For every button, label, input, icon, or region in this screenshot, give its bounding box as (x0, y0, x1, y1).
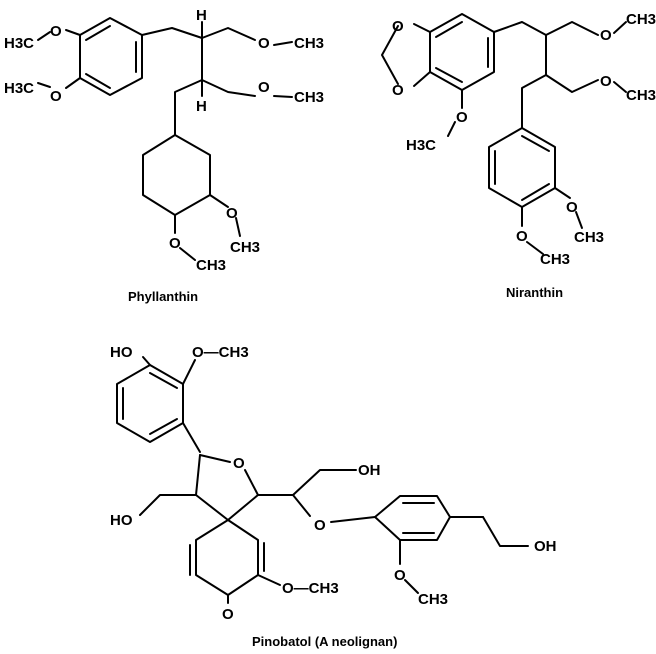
niranthin-ch3-ring-right: CH3 (574, 229, 604, 246)
phyllanthin-o-side-2: O (258, 79, 270, 96)
phyllanthin-ch3-ring-bottom: CH3 (196, 257, 226, 274)
pinobatol-caption: Pinobatol (A neolignan) (252, 634, 397, 649)
phyllanthin-o-side-1: O (258, 35, 270, 52)
pinobatol-o-dienone-methoxy: O—CH3 (282, 580, 339, 597)
phyllanthin-h-upper: H (196, 7, 207, 24)
pinobatol-oh-chain: OH (358, 462, 381, 479)
phyllanthin-ch3-side-2: CH3 (294, 89, 324, 106)
niranthin-o-ring-bottom: O (516, 228, 528, 245)
pinobatol-guaiacyl-ring (116, 364, 184, 443)
pinobatol-ch3-ring-bottom: CH3 (418, 591, 448, 608)
phyllanthin-o-mid: O (50, 88, 62, 105)
pinobatol-o-ether: O (314, 517, 326, 534)
niranthin-ch3-side-1: CH3 (626, 11, 656, 28)
phyllanthin-h3c-mid: H3C (4, 80, 34, 97)
phyllanthin-cyclohexane-ring (142, 134, 211, 216)
niranthin-caption: Niranthin (506, 285, 563, 300)
niranthin-ch3-ring-bottom: CH3 (540, 251, 570, 268)
pinobatol-oh-right: OH (534, 538, 557, 555)
niranthin-o-side-2: O (600, 73, 612, 90)
pinobatol-structure: HO O—CH3 O OH HO O OH O CH3 O—CH3 O Pino… (110, 344, 557, 649)
niranthin-h3c-methoxy: H3C (406, 137, 436, 154)
phyllanthin-structure: H3C O H3C O H H O CH3 O CH3 O CH3 O CH3 … (4, 7, 324, 304)
phyllanthin-caption: Phyllanthin (128, 289, 198, 304)
niranthin-structure: O O O CH3 O CH3 O H3C O CH3 O CH3 Nirant… (381, 11, 656, 300)
phyllanthin-h3c-top: H3C (4, 35, 34, 52)
niranthin-o-side-1: O (600, 27, 612, 44)
phyllanthin-o-ring-bottom: O (169, 235, 181, 252)
pinobatol-o-ring-bottom: O (394, 567, 406, 584)
pinobatol-o-furan: O (233, 455, 245, 472)
niranthin-o-diox-bottom: O (392, 82, 404, 99)
niranthin-o-diox-top: O (392, 18, 404, 35)
phyllanthin-o-ring-right: O (226, 205, 238, 222)
pinobatol-ho-top: HO (110, 344, 133, 361)
niranthin-benzodioxole-ring (429, 13, 495, 91)
phyllanthin-ch3-side-1: CH3 (294, 35, 324, 52)
niranthin-o-ring-right: O (566, 199, 578, 216)
pinobatol-dienone-ring (195, 519, 259, 596)
pinobatol-ho-left: HO (110, 512, 133, 529)
niranthin-ch3-side-2: CH3 (626, 87, 656, 104)
phyllanthin-aromatic-ring (79, 17, 143, 96)
phyllanthin-ch3-ring-right: CH3 (230, 239, 260, 256)
pinobatol-o-ch3-top: O—CH3 (192, 344, 249, 361)
phyllanthin-o-top: O (50, 23, 62, 40)
phyllanthin-h-lower: H (196, 98, 207, 115)
niranthin-aromatic-ring (488, 127, 556, 208)
pinobatol-o-ketone: O (222, 606, 234, 623)
niranthin-o-methoxy: O (456, 109, 468, 126)
